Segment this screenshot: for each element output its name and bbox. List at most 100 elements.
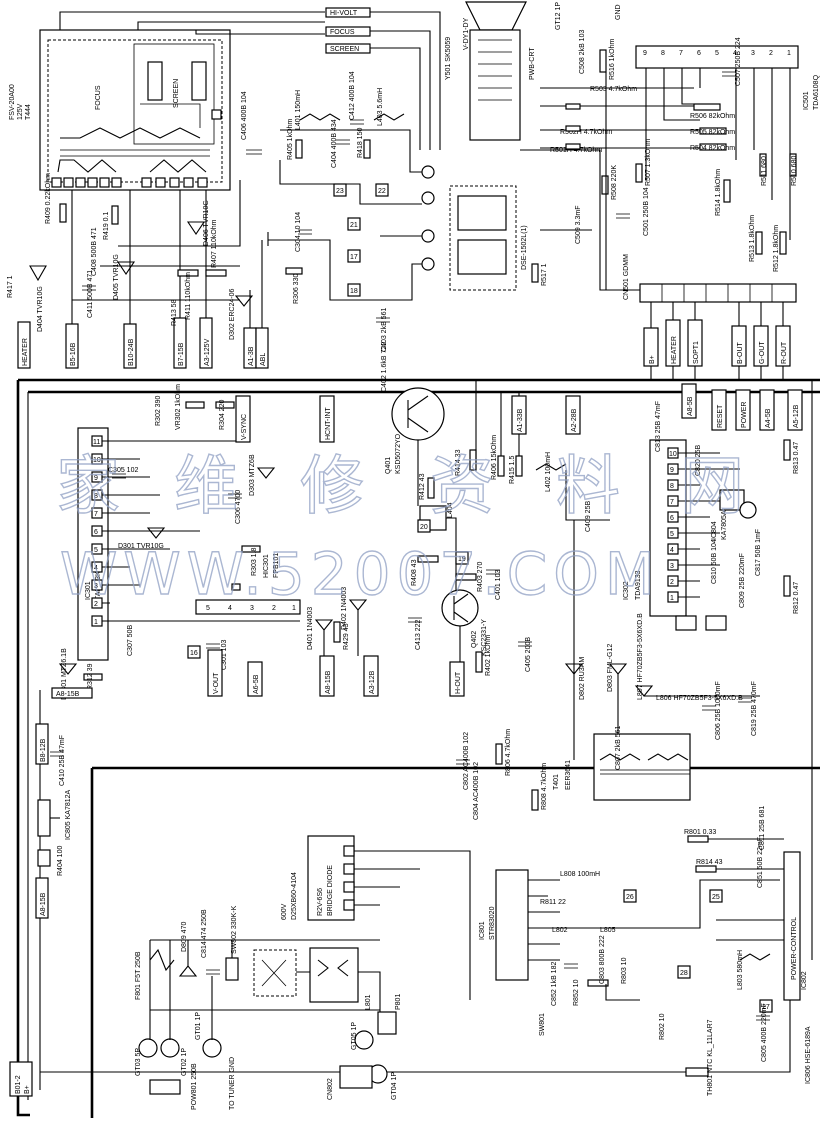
d803-label: D803 FML-G12 (607, 644, 614, 692)
q401-ref: Q401 (385, 457, 392, 474)
b01-label: B01-2 (15, 1075, 22, 1094)
r505-label: R505 82kOhm (690, 129, 735, 136)
svg-text:3: 3 (250, 605, 254, 612)
r419-label: R419 0.1 (103, 211, 110, 240)
abl-label: ABL (260, 353, 267, 366)
r806-label: R806 4.7kOhm (505, 729, 512, 776)
flyback-transformer: T444 125V FSV-20A00 FOCUS SCREEN (9, 29, 231, 191)
a6-label: A6-5B (253, 674, 260, 694)
ic301: IC301 TA8403K 11 10 9 8 7 6 5 4 3 2 1 (77, 427, 300, 661)
c811-label: C811 25B 681 (759, 806, 766, 850)
c304-label: C304 10 104 (295, 212, 302, 252)
ic501: 9 8 7 6 5 4 3 2 1 IC501 TDA6108Q R503 4.… (540, 45, 820, 240)
reset-label: RESET (717, 404, 724, 428)
svg-text:3: 3 (670, 563, 674, 570)
ic301-pins: 11 10 9 8 7 6 5 4 3 2 1 (91, 435, 103, 627)
power-label: POWER (741, 402, 748, 428)
svg-text:7: 7 (679, 50, 683, 57)
d801-voltage: 600V (281, 903, 288, 920)
d404-label: D404 TVR10G (37, 286, 44, 332)
bridge-diode: R2V-6S6 BRIDGE DIODE 600V D25XB60-4104 (281, 835, 471, 1000)
c401-label: C401 103 (495, 570, 502, 600)
svg-text:28: 28 (680, 970, 688, 977)
y501-label: Y501 SK5059 (445, 37, 452, 80)
c405-label: C405 200B (525, 637, 532, 672)
svg-text:2: 2 (670, 579, 674, 586)
horizontal-driver: Q401 KSD5072YO Q402 KSC2331-Y R414 33 R4… (187, 380, 610, 676)
heater-label: HEATER (22, 338, 29, 366)
c410-label: C410 25B 47mF (59, 735, 66, 786)
r404-label: R404 100 (57, 846, 64, 876)
cn501-label: CN501 GDMM (623, 254, 630, 300)
c802-label: C802 AC400B 102 (463, 732, 470, 790)
r802-label: R802 10 (659, 1013, 666, 1040)
svg-text:27: 27 (762, 1004, 770, 1011)
svg-text:25: 25 (712, 894, 720, 901)
svg-text:2: 2 (769, 50, 773, 57)
r411-label: R411 110kOhm (185, 272, 192, 320)
cn802-label: CN802 (327, 1078, 334, 1100)
screen-pot-label: SCREEN (173, 79, 180, 108)
l402-label: L402 100mH (545, 452, 552, 492)
b8-12-label: B8-12B (40, 738, 47, 762)
b5-label: B5-16B (70, 342, 77, 366)
ic301-ref: IC301 (85, 581, 92, 600)
d401-label: D401 1N4003 (307, 607, 314, 650)
ic501-pins: 9 8 7 6 5 4 3 2 1 (643, 50, 791, 57)
center-connectors: A1-33B A2-28B A8-5B RESET POWER A4-5B A5… (511, 383, 803, 435)
crt-part: PWB-CRT (529, 47, 536, 80)
svg-text:5: 5 (206, 605, 210, 612)
gt05-label: GT05 1P (351, 1022, 358, 1050)
l803-label: L803 580mH (737, 950, 744, 990)
svg-text:5: 5 (94, 547, 98, 554)
crt-socket: PWB-CRT V-DY1-DY GT12 1P GND Y501 SK5059 (445, 1, 622, 141)
ic805-label: IC805 KA7812A (65, 789, 72, 840)
d406-label: D406 TVR10G (203, 200, 210, 246)
svg-text:5: 5 (715, 50, 719, 57)
svg-text:1: 1 (670, 595, 674, 602)
svg-text:6: 6 (670, 515, 674, 522)
a1-label: A1-3B (248, 346, 255, 366)
flyback-pins (51, 109, 222, 188)
svg-text:4: 4 (94, 565, 98, 572)
pow801-label: POW801 250B (191, 1063, 198, 1110)
crt-ref: V-DY1-DY (463, 17, 470, 50)
transformer-rating: 125V (17, 103, 24, 120)
heater2-label: HEATER (671, 336, 678, 364)
svg-text:21: 21 (350, 222, 358, 229)
th801-label: TH801 NTC KL_11LAR7 (707, 1019, 714, 1096)
c301-label: C301 103 (221, 640, 228, 670)
c402-label: C402 1.6kB 722 (381, 342, 388, 392)
svg-text:10: 10 (93, 457, 101, 464)
svg-text:9: 9 (643, 50, 647, 57)
sw802-label: SW802 330K-K (231, 905, 238, 954)
t401-part: EER3641 (565, 760, 572, 790)
flyback-support: R409 0.22kOhm R419 0.1 R417 1 D404 TVR10… (7, 91, 262, 340)
svg-text:22: 22 (378, 188, 386, 195)
ic804-ref: IC804 (711, 521, 718, 540)
r408-label: R408 43 (411, 559, 418, 586)
c810-label: C810 50B 104 (711, 539, 718, 584)
svg-text:5: 5 (670, 531, 674, 538)
c406-label: C406 400B 104 (241, 91, 248, 140)
gt04-label: GT04 1P (391, 1072, 398, 1100)
r302-label: R302 390 (155, 396, 162, 426)
svg-text:6: 6 (697, 50, 701, 57)
ic806-label: IC806 HSE-6189A (805, 1026, 812, 1084)
svg-text:家: 家 (56, 450, 120, 524)
svg-text:3: 3 (751, 50, 755, 57)
c507-label: C507 250B 224 (735, 37, 742, 86)
svg-text:7: 7 (670, 499, 674, 506)
ic801: IC801 STR83020 L808 100mH R811 22 L802 L… (479, 869, 780, 981)
svg-text:4: 4 (228, 605, 232, 612)
r504-label: R504 82kOhm (690, 145, 735, 152)
d802-label: D802 RU3AM (579, 657, 586, 700)
l401-label: L401 150mH (295, 90, 302, 130)
l805-label: L805 (600, 927, 616, 934)
q402-part: KSC2331-Y (481, 619, 488, 656)
ic804-part: KA7805A (721, 510, 728, 540)
r814-label: R814 43 (696, 859, 723, 866)
flyback-body (39, 29, 231, 191)
ic801-ref: IC801 (479, 921, 486, 940)
